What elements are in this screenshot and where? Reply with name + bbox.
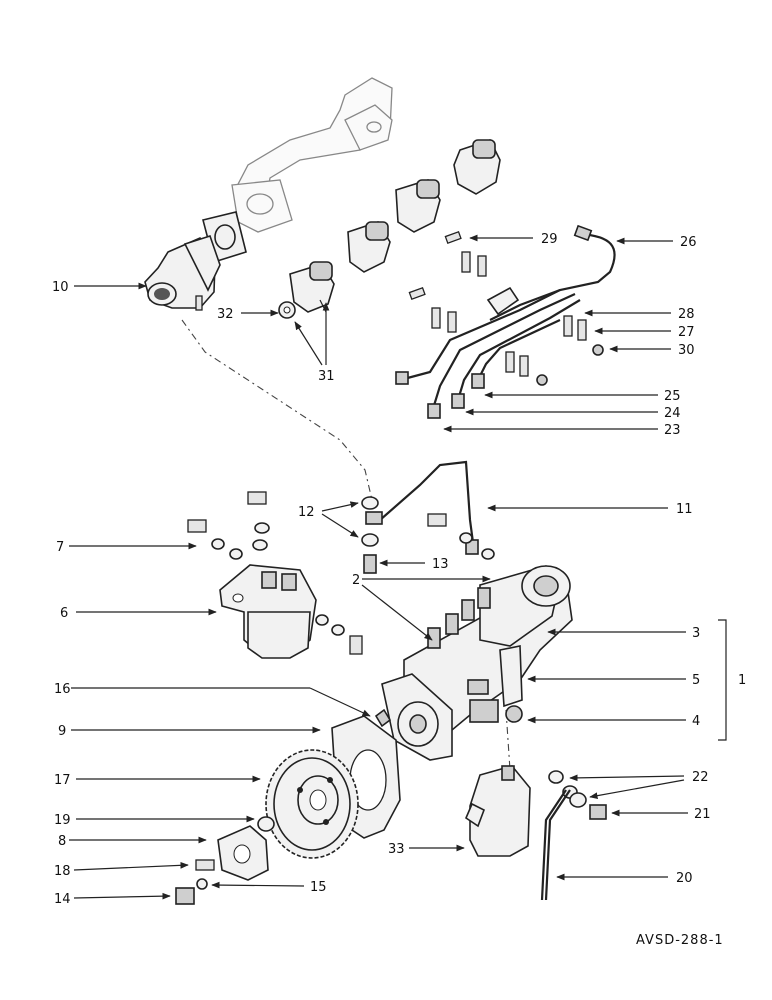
callout-31: 31 xyxy=(318,369,335,384)
callout-13: 13 xyxy=(432,557,449,572)
callout-33: 33 xyxy=(388,842,405,857)
callout-7: 7 xyxy=(56,540,64,555)
callout-17: 17 xyxy=(54,773,71,788)
drawing-code: AVSD-288-1 xyxy=(636,933,724,948)
return-line-drawing xyxy=(365,460,479,555)
water-outlet-elbow-drawing xyxy=(144,234,221,311)
clamp-hardware-drawing xyxy=(408,230,604,386)
callout-27: 27 xyxy=(678,325,695,340)
callout-23: 23 xyxy=(664,423,681,438)
callout-19: 19 xyxy=(54,813,71,828)
callout-26: 26 xyxy=(680,235,697,250)
callout-10: 10 xyxy=(52,280,69,295)
drive-gear-drawing xyxy=(265,749,359,859)
callout-5: 5 xyxy=(692,673,700,688)
callout-11: 11 xyxy=(676,502,693,517)
leader-lines xyxy=(69,234,727,900)
callout-22: 22 xyxy=(692,770,709,785)
callout-30: 30 xyxy=(678,343,695,358)
callout-16: 16 xyxy=(54,682,71,697)
callout-20: 20 xyxy=(676,871,693,886)
callout-4: 4 xyxy=(692,714,700,729)
callout-18: 18 xyxy=(54,864,71,879)
callout-15: 15 xyxy=(310,880,327,895)
callout-25: 25 xyxy=(664,389,681,404)
banjo-fitting-drawing xyxy=(540,770,607,901)
callout-labels: 10 32 31 29 26 28 27 30 25 24 23 11 12 1… xyxy=(52,232,746,948)
callout-1: 1 xyxy=(738,673,746,688)
injector-pipes-drawing xyxy=(395,224,616,419)
callout-12: 12 xyxy=(298,505,315,520)
callout-9: 9 xyxy=(58,724,66,739)
injector-drawing xyxy=(289,139,501,313)
callout-6: 6 xyxy=(60,606,68,621)
callout-21: 21 xyxy=(694,807,711,822)
callout-8: 8 xyxy=(58,834,66,849)
callout-3: 3 xyxy=(692,626,700,641)
assembly-bracket xyxy=(718,619,727,741)
parts-drawing xyxy=(144,77,616,905)
fuel-filter-drawing xyxy=(219,564,317,659)
banjo-hardware-drawing xyxy=(187,491,495,655)
fuel-lift-pump-drawing xyxy=(465,765,531,857)
callout-28: 28 xyxy=(678,307,695,322)
callout-32: 32 xyxy=(217,307,234,322)
reference-line xyxy=(181,319,373,501)
callout-29: 29 xyxy=(541,232,558,247)
injection-pump-drawing xyxy=(381,565,573,761)
intake-manifold-drawing xyxy=(231,77,393,233)
callout-24: 24 xyxy=(664,406,681,421)
drive-hub-hardware-drawing xyxy=(175,816,275,905)
callout-2: 2 xyxy=(352,573,360,588)
callout-14: 14 xyxy=(54,892,71,907)
